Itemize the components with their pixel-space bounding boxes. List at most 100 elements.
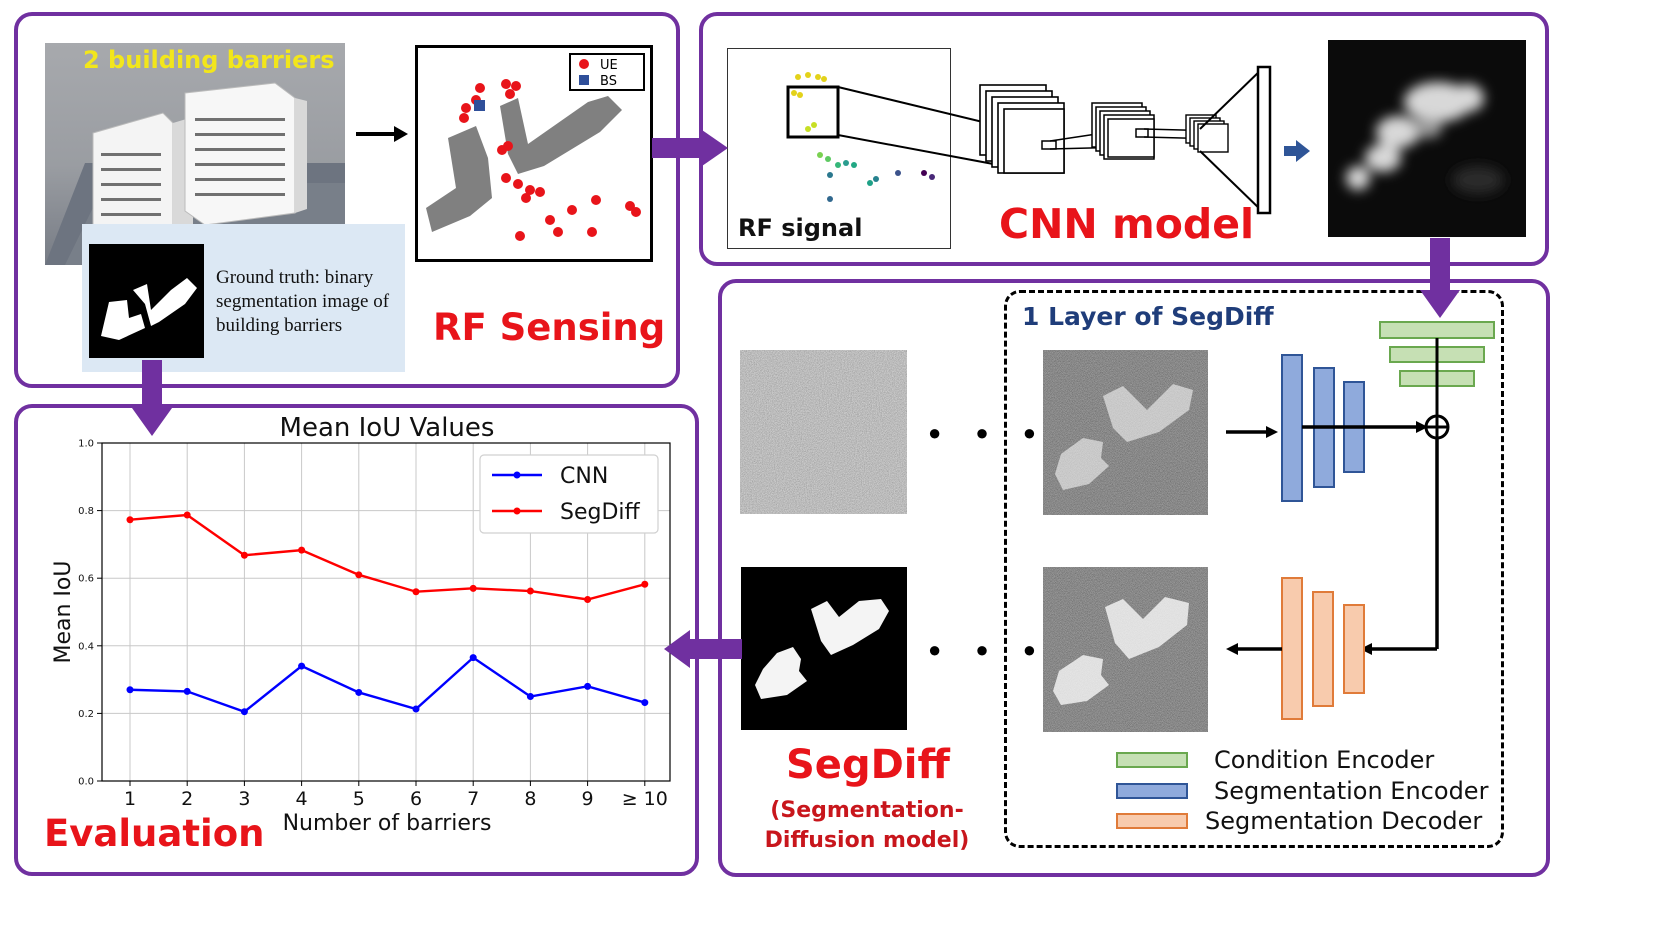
noisy-mask-top (1043, 350, 1208, 515)
legend-label-cnn: CNN (560, 464, 608, 489)
data-point-cnn (355, 688, 363, 696)
segdiff-blocks (1226, 321, 1495, 720)
photo-to-map-arrow (356, 126, 408, 142)
segmentation-decoder-block-1 (1281, 577, 1303, 720)
data-point-segdiff (412, 588, 420, 596)
data-point-cnn (183, 687, 191, 695)
ue-legend-label: UE (600, 58, 618, 73)
segmentation-decoder-legend-label: Segmentation Decoder (1205, 807, 1483, 835)
data-point-cnn (240, 708, 248, 716)
data-point-cnn (469, 654, 477, 662)
rf-sensing-heading: RF Sensing (433, 306, 666, 349)
data-point-cnn (126, 686, 134, 694)
evaluation-heading: Evaluation (44, 812, 265, 855)
mean-iou-chart: Mean IoU Values 0.0 0.2 0.4 0.6 0.8 1.0 1 2 3 4 5… (51, 413, 671, 836)
y-tick-label: 0.8 (78, 506, 94, 517)
data-point-segdiff (469, 584, 477, 592)
x-tick-label: 7 (467, 788, 479, 810)
legend-marker-segdiff (513, 507, 521, 515)
series-line-cnn (129, 656, 646, 714)
data-point-cnn (298, 662, 306, 670)
condition-encoder-block-1 (1379, 321, 1495, 339)
segmentation-encoder-legend-label: Segmentation Encoder (1214, 777, 1489, 805)
segdiff-heading: SegDiff (786, 742, 950, 788)
chart-title: Mean IoU Values (280, 413, 495, 443)
x-tick-label: 3 (238, 788, 250, 810)
bs-legend-label: BS (600, 74, 617, 89)
x-tick-label: 8 (524, 788, 536, 810)
x-tick-label: ≥ 10 (622, 788, 668, 810)
ground-truth-line-2: segmentation image of (216, 291, 390, 312)
x-tick-label: 1 (124, 788, 136, 810)
rf-signal-zoom-box (786, 85, 840, 139)
legend-marker-cnn (513, 471, 521, 479)
rf-map: UE BS (415, 45, 653, 262)
data-point-cnn (526, 693, 534, 700)
cnn-output-arrow (1284, 140, 1310, 162)
data-point-segdiff (298, 546, 306, 554)
ground-truth-line-1: Ground truth: binary (216, 267, 374, 288)
y-axis-ticks: 0.0 0.2 0.4 0.6 0.8 1.0 (78, 439, 102, 788)
rf-signal-label: RF signal (738, 214, 863, 242)
rf-map-drawing: UE BS (426, 53, 645, 241)
data-point-segdiff (240, 551, 248, 559)
ground-truth-line-3: building barriers (216, 315, 343, 336)
cnn-output-image (1328, 40, 1526, 237)
y-tick-label: 0.2 (78, 709, 94, 720)
bs-legend-marker (579, 75, 589, 85)
rf-signal-plot (786, 72, 935, 202)
data-point-cnn (641, 699, 649, 707)
chart-legend: CNN SegDiff (479, 454, 659, 534)
ground-truth-mask (89, 244, 204, 358)
ground-truth-caption: Ground truth: binary segmentation image … (216, 266, 406, 338)
noisy-mask-bottom (1043, 567, 1208, 732)
y-axis-label: Mean IoU (51, 561, 76, 664)
chart-plot-area (101, 442, 671, 782)
ue-legend-marker (579, 59, 589, 69)
groundtruth-to-evaluation-arrow (132, 360, 172, 436)
pure-noise-image (740, 350, 907, 514)
data-point-cnn (584, 682, 592, 690)
series-line-segdiff (129, 513, 646, 601)
x-tick-label: 6 (410, 788, 422, 810)
data-point-cnn (412, 705, 420, 713)
y-tick-label: 0.0 (78, 777, 94, 788)
x-tick-label: 2 (181, 788, 193, 810)
y-tick-label: 0.4 (78, 641, 94, 652)
segmentation-decoder-block-3 (1343, 604, 1365, 694)
segmentation-decoder-legend-key (1116, 813, 1188, 829)
condition-encoder-legend-label: Condition Encoder (1214, 746, 1435, 774)
ellipsis-top: ● ● ● (928, 420, 1051, 445)
ellipsis-bottom: ● ● ● (928, 637, 1051, 662)
x-tick-label: 4 (296, 788, 308, 810)
y-tick-label: 0.6 (78, 574, 94, 585)
x-axis-ticks: 1 2 3 4 5 6 7 8 9 ≥ 10 (124, 781, 668, 810)
data-point-segdiff (584, 595, 592, 603)
segmentation-output-image (741, 567, 907, 730)
segdiff-subheading-line-2: Diffusion model) (764, 828, 970, 853)
segdiff-subheading: (Segmentation- Diffusion model) (752, 796, 982, 856)
photo-title: 2 building barriers (83, 46, 335, 74)
data-point-segdiff (355, 571, 363, 579)
cnn-architecture (837, 65, 1272, 215)
segdiff-layer-box (1004, 290, 1504, 848)
data-point-segdiff (526, 587, 534, 595)
legend-label-segdiff: SegDiff (560, 500, 641, 525)
x-tick-label: 9 (582, 788, 594, 810)
segdiff-subheading-line-1: (Segmentation- (770, 798, 964, 823)
segdiff-layer-title: 1 Layer of SegDiff (1022, 302, 1274, 331)
condition-encoder-legend-key (1116, 752, 1188, 768)
cnn-to-segdiff-arrow (1420, 238, 1460, 318)
chart-series (126, 511, 649, 716)
segdiff-to-evaluation-arrow (664, 630, 742, 668)
segmentation-decoder-block-2 (1312, 591, 1334, 707)
data-point-segdiff (126, 516, 134, 524)
data-point-segdiff (183, 511, 191, 519)
y-tick-label: 1.0 (78, 439, 94, 450)
segmentation-encoder-legend-key (1116, 783, 1188, 799)
x-axis-label: Number of barriers (283, 811, 492, 836)
segmentation-encoder-block-1 (1281, 354, 1303, 502)
data-point-segdiff (641, 580, 649, 588)
x-tick-label: 5 (353, 788, 365, 810)
cnn-heading: CNN model (999, 200, 1255, 248)
